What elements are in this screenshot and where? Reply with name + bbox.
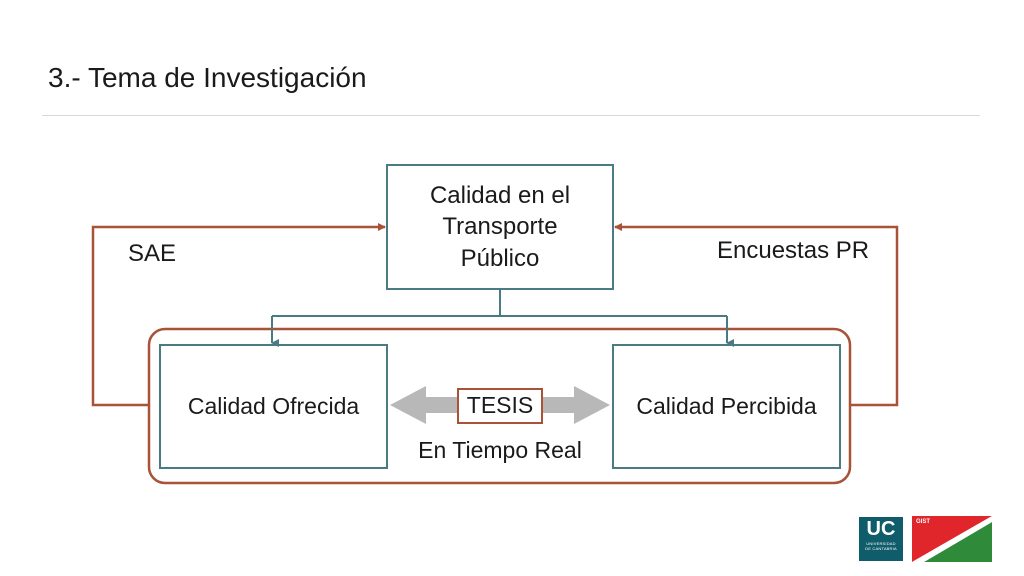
node-top-label: Calidad en el Transporte Público [387, 165, 613, 289]
uc-logo-mark: UC [866, 518, 896, 540]
connector-top-to-bottom [272, 289, 727, 317]
realtime-label: En Tiempo Real [418, 437, 582, 464]
node-top-box [386, 164, 614, 290]
gist-logo-mark: GIST [916, 519, 931, 525]
edge-label-encuestas: Encuestas PR [717, 237, 870, 264]
node-top-line-2: Transporte [442, 213, 558, 241]
tesis-label: TESIS [466, 392, 534, 419]
feedback-arrow-right [614, 223, 899, 407]
node-left-box [159, 344, 388, 469]
gist-logo [912, 516, 992, 562]
uc-logo-line2: DE CANTABRIA [865, 546, 897, 551]
tesis-box [457, 388, 543, 424]
uc-logo-line1: UNIVERSIDAD [866, 541, 896, 546]
node-right-label: Calidad Percibida [636, 392, 817, 419]
uc-logo: UC UNIVERSIDAD DE CANTABRIA [859, 517, 903, 561]
feedback-arrow-left [91, 223, 386, 407]
slide-title: 3.- Tema de Investigación [48, 62, 367, 93]
node-top-line-3: Público [460, 244, 540, 272]
node-top-line-1: Calidad en el [429, 182, 571, 210]
node-right-box [612, 344, 841, 469]
title-divider [42, 115, 980, 116]
edge-label-sae: SAE [128, 240, 177, 267]
node-left-label: Calidad Ofrecida [187, 392, 360, 419]
